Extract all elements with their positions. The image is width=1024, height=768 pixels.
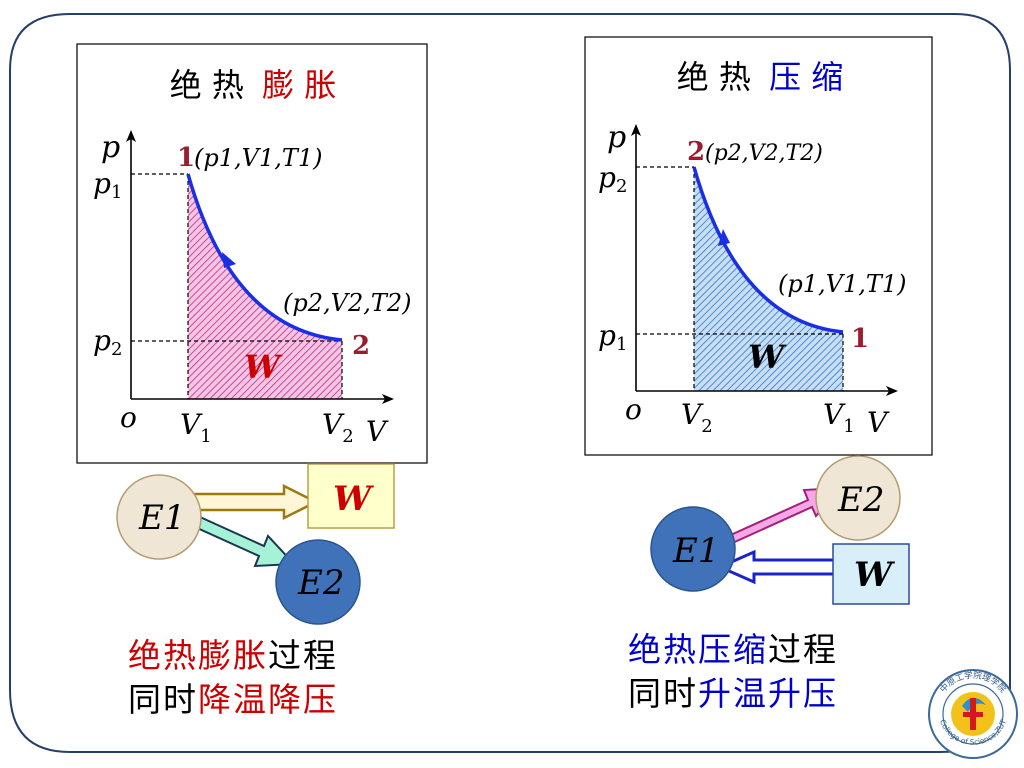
college-logo: 中原工学院理学院 College of Science,ZUT <box>928 669 1018 759</box>
compression-tick-v-right: V1 <box>823 398 855 437</box>
expansion-axis-p-label: p <box>101 130 120 165</box>
compression-adiabat-curve <box>692 166 844 334</box>
expansion-caption-process-suffix: 过程 <box>268 636 338 675</box>
expansion-state-start-number: 1 <box>177 143 195 173</box>
compression-work-label: W <box>748 338 787 376</box>
expansion-caption-line2: 同时降温降压 <box>128 678 338 722</box>
compression-e2-label: E2 <box>837 480 884 520</box>
expansion-title-black: 绝 热 <box>170 66 244 104</box>
compression-caption-line1: 绝热压缩过程 <box>628 628 838 672</box>
compression-panel: 绝 热 压 缩 p V o p2 p1 V2 V1 2 (p2,V2,T2) (… <box>584 36 933 456</box>
compression-origin-label: o <box>625 393 642 426</box>
expansion-energy-to-work-arrow <box>192 483 319 521</box>
expansion-state-end-label: (p2,V2,T2) <box>283 289 412 317</box>
compression-title: 绝 热 压 缩 <box>677 58 844 96</box>
compression-work-area <box>694 167 843 391</box>
compression-tick-v-left: V2 <box>681 398 713 437</box>
compression-title-colored: 压 缩 <box>769 58 843 96</box>
expansion-title: 绝 热 膨 胀 <box>170 66 337 104</box>
compression-caption-effect: 升温升压 <box>698 674 838 713</box>
compression-work-box <box>832 543 910 605</box>
expansion-energy-to-e2-arrow <box>193 515 297 568</box>
expansion-axis-V-label: V <box>366 415 389 448</box>
compression-axis-p-label: p <box>607 120 626 155</box>
compression-caption-process: 绝热压缩 <box>628 630 768 669</box>
expansion-work-label: W <box>244 348 283 386</box>
compression-caption-process-suffix: 过程 <box>768 630 838 669</box>
compression-title-black: 绝 热 <box>677 58 751 96</box>
slide-frame <box>9 13 1011 753</box>
expansion-caption-effect: 降温降压 <box>198 680 338 719</box>
expansion-tick-v-left: V1 <box>180 408 212 447</box>
expansion-caption-line1: 绝热膨胀过程 <box>128 634 338 678</box>
expansion-caption-process: 绝热膨胀 <box>128 636 268 675</box>
expansion-work-box <box>307 463 395 529</box>
compression-e1-label: E1 <box>672 531 719 571</box>
expansion-panel: 绝 热 膨 胀 p V o p1 p2 V1 V2 1 <box>76 43 428 464</box>
expansion-panel-box <box>76 43 428 464</box>
expansion-work-area <box>188 174 342 399</box>
expansion-e2-label: E2 <box>297 563 344 603</box>
compression-energy-diagram: E2 E1 W <box>650 455 910 605</box>
expansion-origin-label: o <box>120 401 137 434</box>
expansion-e1-circle <box>116 474 202 560</box>
compression-work-box-label: W <box>854 555 895 595</box>
logo-emblem-cross <box>963 712 983 717</box>
compression-axis-V-label: V <box>867 406 890 439</box>
expansion-title-colored: 膨 胀 <box>262 66 336 104</box>
compression-e2-circle <box>815 455 901 541</box>
expansion-e1-label: E1 <box>138 498 185 538</box>
expansion-work-box-label: W <box>333 479 374 519</box>
compression-state-start-number: 2 <box>687 137 705 167</box>
expansion-adiabat-curve <box>186 173 343 342</box>
expansion-tick-p-high: p1 <box>93 167 122 203</box>
compression-caption: 绝热压缩过程 同时升温升压 <box>628 628 838 716</box>
compression-e1-circle <box>650 506 736 592</box>
expansion-e2-circle <box>275 539 361 625</box>
compression-tick-p-low: p1 <box>598 319 627 355</box>
expansion-tick-v-right: V2 <box>322 408 354 447</box>
compression-tick-p-high: p2 <box>598 161 627 197</box>
logo-inner-ring <box>942 683 1004 745</box>
compression-state-end-number: 1 <box>851 324 869 354</box>
expansion-tick-p-low: p2 <box>93 324 122 360</box>
expansion-caption: 绝热膨胀过程 同时降温降压 <box>128 634 338 722</box>
expansion-state-start-label: (p1,V1,T1) <box>194 144 323 172</box>
compression-caption-line2: 同时升温升压 <box>628 672 838 716</box>
expansion-caption-simultaneous: 同时 <box>128 680 198 719</box>
expansion-energy-diagram: E1 W E2 <box>116 463 395 625</box>
compression-direction-arrow <box>718 229 730 246</box>
compression-work-to-e1-arrow <box>716 549 842 585</box>
compression-caption-simultaneous: 同时 <box>628 674 698 713</box>
expansion-state-end-number: 2 <box>352 331 370 361</box>
compression-state-start-label: (p2,V2,T2) <box>705 141 823 166</box>
expansion-direction-arrow <box>222 252 236 268</box>
compression-state-end-label: (p1,V1,T1) <box>778 270 907 298</box>
